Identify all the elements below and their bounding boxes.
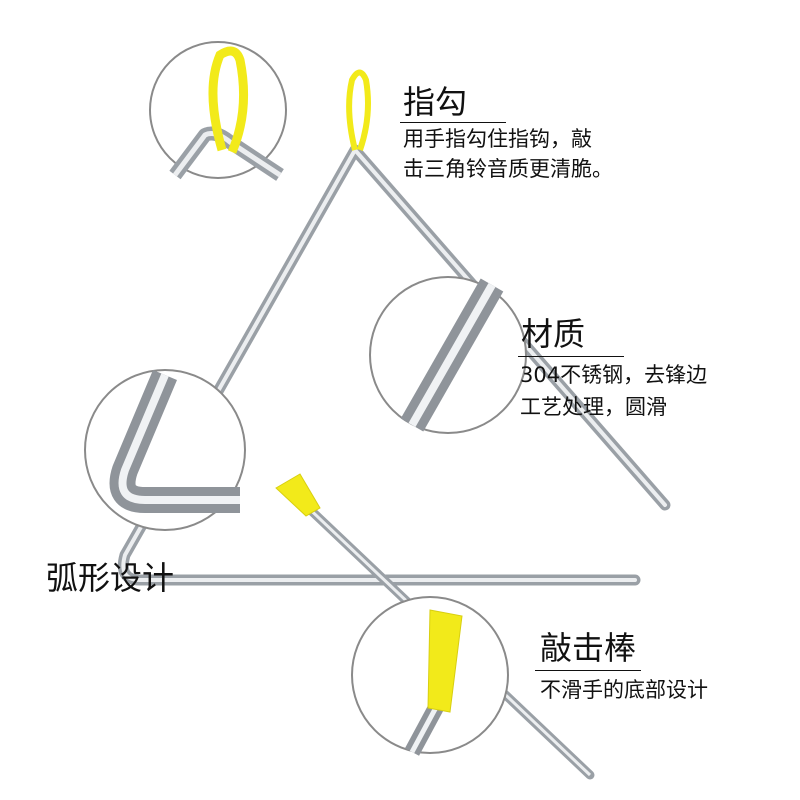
zoom-circle-hook — [149, 41, 287, 181]
material-divider — [518, 356, 624, 357]
material-desc-1: 304不锈钢，去锋边 — [520, 363, 708, 387]
material-title: 材质 — [521, 315, 586, 353]
zoom-circle-curve — [84, 369, 246, 531]
zoom-circle-material — [369, 276, 527, 434]
beater-divider — [535, 670, 641, 671]
beater-title: 敲击棒 — [540, 629, 637, 667]
hook-title: 指勾 — [403, 83, 468, 121]
zoom-circle-beater — [351, 596, 509, 756]
beater-tip-icon — [275, 473, 321, 517]
hook-desc-2: 击三角铃音质更清脆。 — [403, 157, 613, 181]
yellow-hook-icon — [346, 69, 371, 151]
material-desc-2: 工艺处理，圆滑 — [520, 395, 667, 419]
curve-title: 弧形设计 — [46, 559, 175, 597]
beater-desc-1: 不滑手的底部设计 — [540, 678, 708, 702]
hook-desc-1: 用手指勾住指钩，敲 — [403, 127, 592, 151]
hook-divider — [400, 122, 506, 123]
triangle-rod — [117, 144, 671, 586]
